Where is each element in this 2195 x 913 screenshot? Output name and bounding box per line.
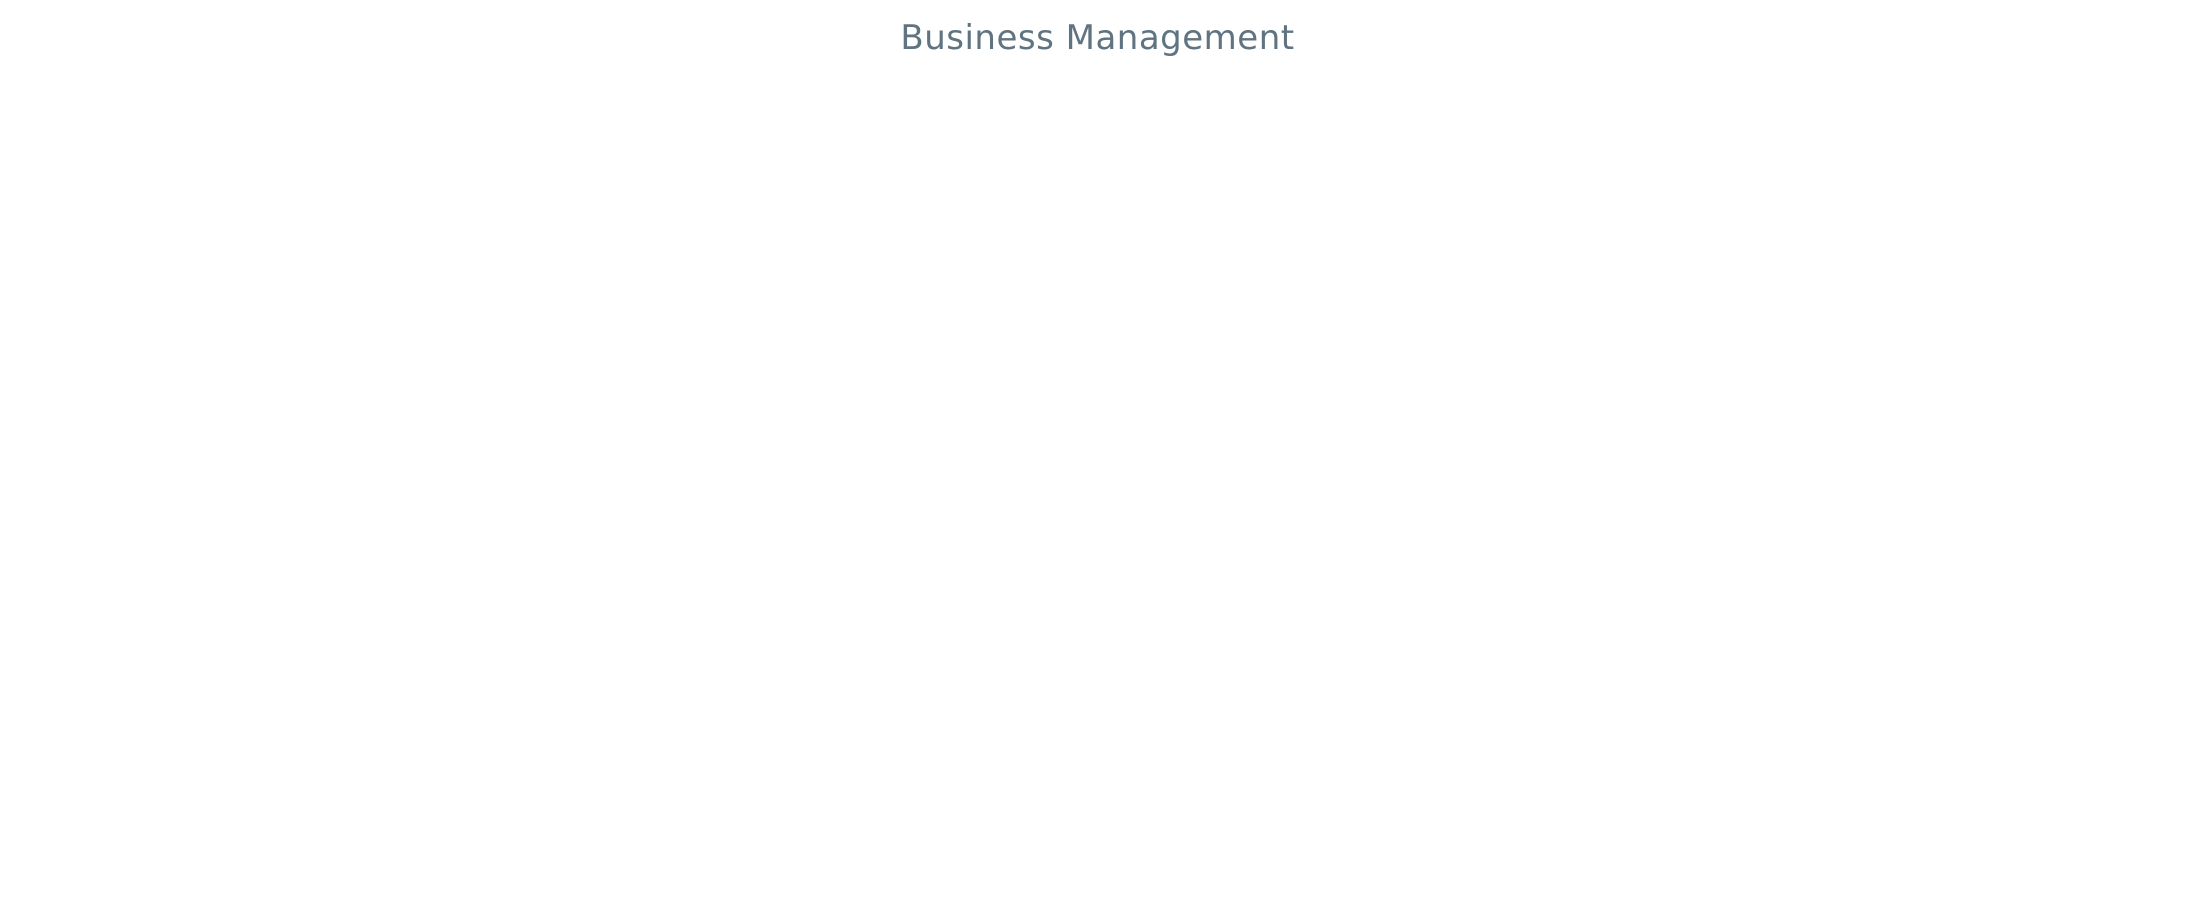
- page-title: Business Management: [900, 18, 1295, 58]
- content-area: [0, 80, 2195, 913]
